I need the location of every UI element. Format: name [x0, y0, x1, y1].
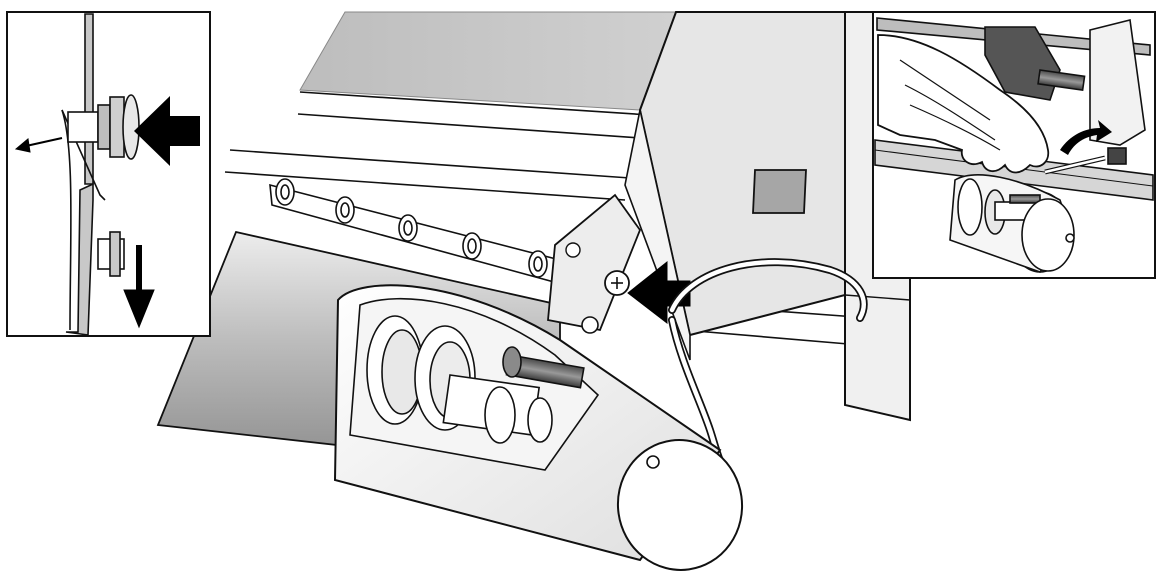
arrow-down-icon	[123, 245, 155, 329]
hand-illustration	[877, 34, 1050, 174]
inset-left	[6, 11, 211, 337]
arrow-left-small-icon	[14, 137, 63, 153]
main-view	[156, 11, 911, 571]
side-bracket	[547, 193, 642, 334]
feed-shaft	[269, 178, 567, 287]
inset-right	[872, 11, 1156, 279]
plug-icon	[1107, 147, 1127, 165]
arrow-up-right-icon	[1060, 120, 1112, 155]
printer-side-housing	[624, 11, 911, 422]
paper-guide-lines	[224, 91, 871, 346]
arrow-left-icon	[627, 260, 691, 325]
attachment-end-cap	[616, 439, 744, 571]
housing-label-window	[752, 169, 807, 214]
attachment-module	[333, 284, 744, 571]
arrow-left-icon	[134, 96, 200, 166]
